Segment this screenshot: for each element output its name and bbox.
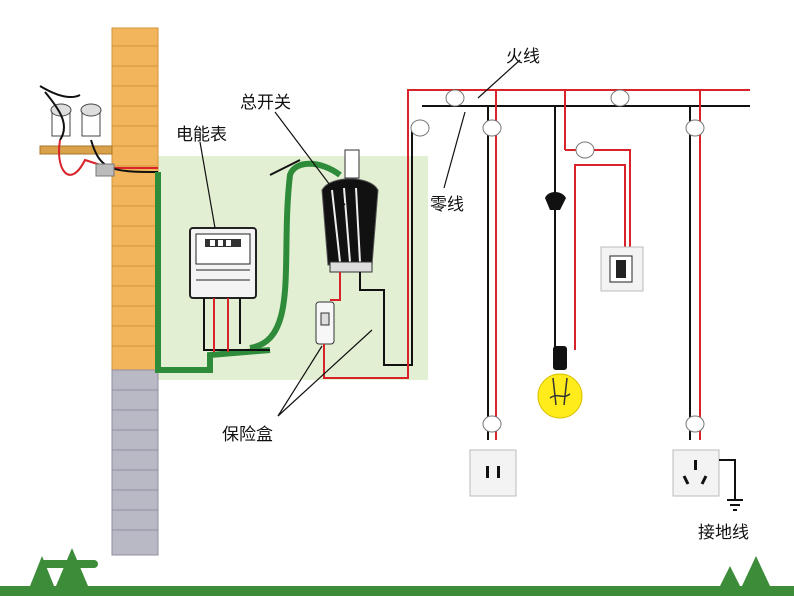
energy-meter xyxy=(189,227,257,299)
label-ground-wire: 接地线 xyxy=(698,523,749,543)
fuse-box xyxy=(315,301,335,345)
tree-right xyxy=(720,556,770,586)
tree-left xyxy=(30,548,98,586)
light-bulb xyxy=(537,192,583,419)
three-pin-socket xyxy=(672,449,720,497)
label-main-switch: 总开关 xyxy=(240,93,291,113)
wall-switch xyxy=(600,246,644,292)
main-switch xyxy=(321,149,379,273)
ground-strip xyxy=(0,586,794,596)
two-pin-socket xyxy=(469,449,517,497)
label-live-wire: 火线 xyxy=(506,47,540,67)
service-cable xyxy=(155,172,271,373)
ground-wire xyxy=(719,459,743,511)
label-fuse-box: 保险盒 xyxy=(222,425,273,445)
label-energy-meter: 电能表 xyxy=(176,125,227,145)
label-neutral-wire: 零线 xyxy=(430,195,464,215)
insulator-bracket xyxy=(39,85,159,177)
brick-pole xyxy=(111,27,159,556)
